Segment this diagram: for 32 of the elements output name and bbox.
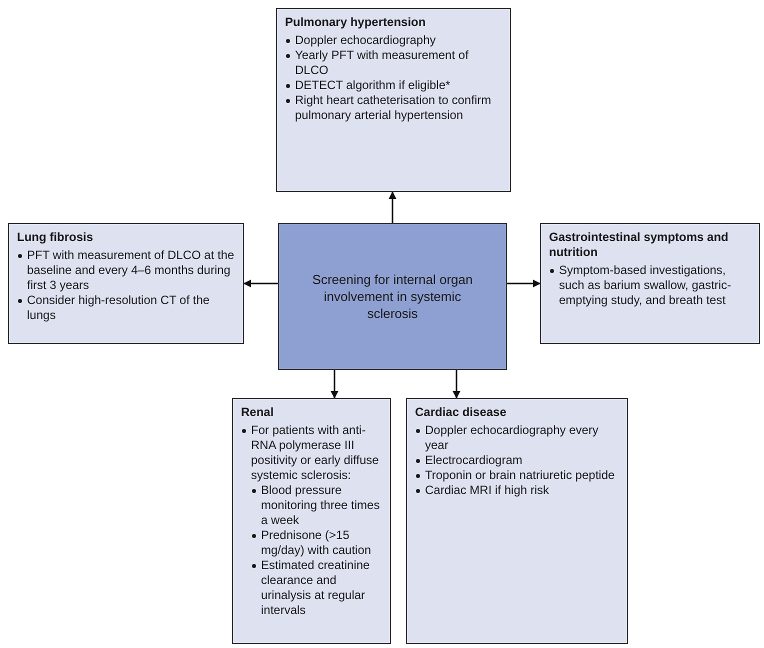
bullet-text: DETECT algorithm if eligible* bbox=[295, 78, 450, 92]
bullet-text: Consider high-resolution CT of the lungs bbox=[27, 293, 210, 322]
bullet-text: Blood pressure monitoring three times a week bbox=[261, 483, 380, 527]
box-heading: Pulmonary hypertension bbox=[285, 15, 427, 30]
bullet-text: Doppler echocardiography bbox=[295, 33, 436, 47]
bullet-text: Doppler echocardiography every year bbox=[425, 423, 598, 452]
info-box bbox=[8, 223, 244, 344]
bullet-text: Right heart catheterisation to confirm pulmonary arterial hypertension bbox=[295, 93, 492, 122]
bullet-text: Cardiac MRI if high risk bbox=[425, 483, 550, 497]
bullet-text: Symptom-based investigations, such as barium swallow, gastric-emptying study, and breath test bbox=[559, 263, 732, 307]
bullet-text: Yearly PFT with measurement of DLCO bbox=[295, 48, 468, 77]
arrow bbox=[452, 370, 460, 399]
box-heading: Renal bbox=[241, 405, 275, 420]
box-heading: Cardiac disease bbox=[415, 405, 508, 420]
bullet-text: Troponin or brain natriuretic peptide bbox=[425, 468, 615, 482]
bullet-text: Prednisone (>15 mg/day) with caution bbox=[261, 528, 372, 557]
arrow bbox=[243, 280, 278, 288]
info-box bbox=[406, 398, 628, 644]
info-box bbox=[540, 223, 760, 344]
arrow bbox=[507, 280, 541, 288]
box-heading: Lung fibrosis bbox=[17, 230, 94, 245]
arrow bbox=[330, 370, 338, 399]
arrow bbox=[388, 191, 396, 223]
bullet-text: For patients with anti-RNA polymerase III positivity or early diffuse systemic sclerosis: bbox=[251, 423, 379, 482]
info-box bbox=[232, 398, 391, 644]
box-heading: Gastrointestinal symptoms and nutrition bbox=[549, 230, 730, 260]
bullet-text: PFT with measurement of DLCO at the baseline and every 4–6 months during first 3 years bbox=[27, 248, 234, 292]
central-box bbox=[278, 223, 507, 370]
info-box bbox=[276, 8, 511, 192]
bullet-text: Estimated creatinine clearance and urinalysis at regular intervals bbox=[261, 558, 370, 617]
bullet-text: Electrocardiogram bbox=[425, 453, 522, 467]
node-text: Screening for internal organ involvement in systemic sclerosis bbox=[311, 271, 474, 322]
